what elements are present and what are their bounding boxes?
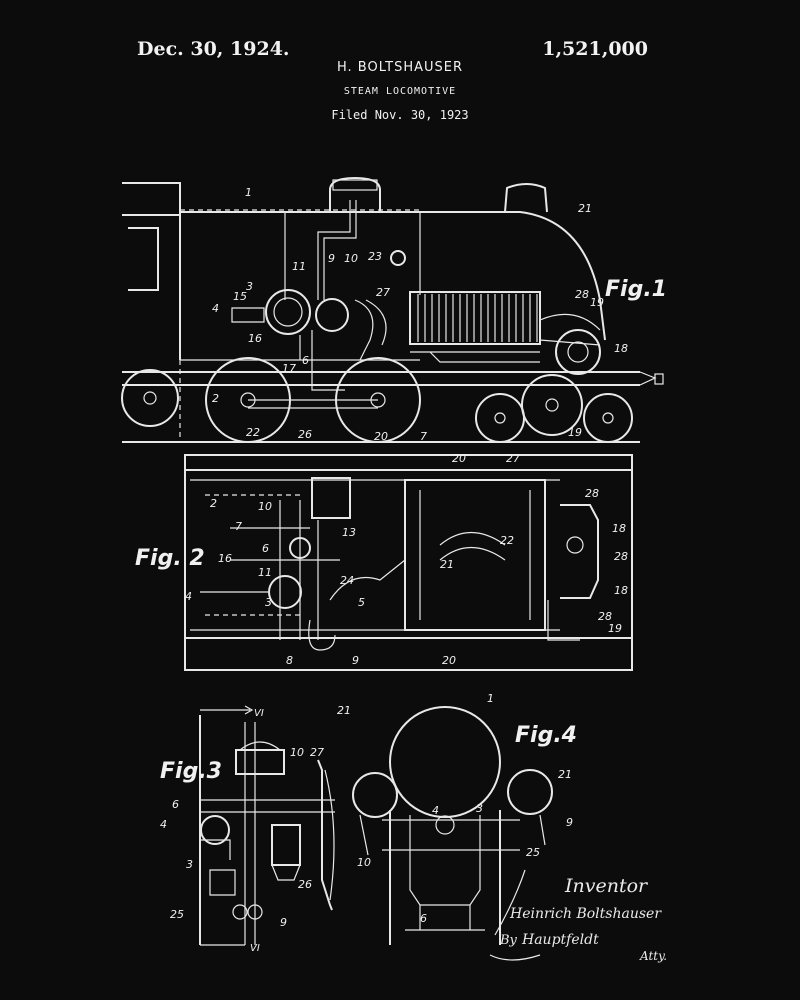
section-mark-top: VI xyxy=(254,708,264,719)
fig1-reference-numeral: 19 xyxy=(590,296,604,309)
fig1-reference-numeral: 11 xyxy=(292,260,306,273)
fig2-reference-numeral: 10 xyxy=(258,500,272,513)
fig2-reference-numeral: 24 xyxy=(340,574,354,587)
fig1-reference-numeral: 1 xyxy=(245,186,252,199)
fig1-reference-numeral: 3 xyxy=(246,280,253,293)
attorney-signature: Hauptfeldt xyxy=(521,932,599,948)
fig2-reference-numeral: 20 xyxy=(452,452,466,465)
fig2-reference-numeral: 27 xyxy=(506,452,520,465)
fig2-reference-numeral: 7 xyxy=(235,520,242,533)
fig1-reference-numeral: 10 xyxy=(344,252,358,265)
fig1-reference-numeral: 27 xyxy=(376,286,390,299)
fig4-front-view: Fig.4 1 21 21 9 25 3 4 10 6 xyxy=(337,692,577,945)
fig1-reference-numeral: 15 xyxy=(233,290,247,303)
fig2-title: Fig. 2 xyxy=(135,546,205,571)
fig1-reference-numeral: 2 xyxy=(212,392,219,405)
fig2-plan-view: Fig. 2 20 27 28 2 10 18 7 13 28 16 6 21 22 18 11 24 4 5 3 2… xyxy=(135,452,633,671)
fig4-reference-numeral: 6 xyxy=(420,912,427,925)
fig1-reference-numeral: 9 xyxy=(328,252,335,265)
patent-title: STEAM LOCOMOTIVE xyxy=(343,86,457,97)
fig1-reference-numeral: 6 xyxy=(302,354,309,367)
fig2-reference-numeral: 13 xyxy=(342,526,356,539)
fig4-reference-numeral: 10 xyxy=(357,856,371,869)
fig1-reference-numeral: 18 xyxy=(614,342,628,355)
fig1-reference-numeral: 16 xyxy=(248,332,262,345)
fig3-reference-numeral: 25 xyxy=(170,908,184,921)
fig3-reference-numeral: 6 xyxy=(172,798,179,811)
patent-date: Dec. 30, 1924. xyxy=(137,38,290,60)
fig2-reference-numeral: 2 xyxy=(210,497,217,510)
fig4-reference-numeral: 4 xyxy=(432,804,439,817)
fig2-reference-numeral: 28 xyxy=(585,487,599,500)
fig1-reference-numeral: 26 xyxy=(298,428,312,441)
fig3-reference-numeral: 27 xyxy=(310,746,324,759)
fig2-reference-numeral: 5 xyxy=(358,596,365,609)
fig2-reference-numeral: 28 xyxy=(614,550,628,563)
fig2-reference-numeral: 16 xyxy=(218,552,232,565)
fig2-reference-numeral: 3 xyxy=(265,596,272,609)
fig1-reference-numeral: 20 xyxy=(374,430,388,443)
filed-date: Filed Nov. 30, 1923 xyxy=(331,108,469,122)
inventor-label: Inventor xyxy=(564,875,649,897)
fig2-reference-numeral: 4 xyxy=(185,590,192,603)
fig1-title: Fig.1 xyxy=(605,277,667,302)
patent-number: 1,521,000 xyxy=(542,38,648,60)
fig4-reference-numeral: 21 xyxy=(558,768,572,781)
fig2-reference-numeral: 18 xyxy=(614,584,628,597)
fig2-reference-numeral: 8 xyxy=(286,654,293,667)
fig2-reference-numeral: 20 xyxy=(442,654,456,667)
fig2-reference-numeral: 19 xyxy=(608,622,622,635)
by-label: By xyxy=(499,933,518,948)
fig2-reference-numeral: 28 xyxy=(598,610,612,623)
fig3-reference-numeral: 26 xyxy=(298,878,312,891)
fig1-reference-numeral: 28 xyxy=(575,288,589,301)
fig4-reference-numeral: 3 xyxy=(476,802,483,815)
fig1-reference-numeral: 23 xyxy=(368,250,382,263)
section-marks: VI VI xyxy=(250,708,264,954)
inventor-name: H. BOLTSHAUSER xyxy=(336,60,464,75)
fig1-reference-numeral: 17 xyxy=(282,362,296,375)
fig3-reference-numeral: 3 xyxy=(186,858,193,871)
atty-label: Atty. xyxy=(639,949,667,963)
section-mark-bottom: VI xyxy=(250,943,260,954)
fig4-reference-numeral: 9 xyxy=(566,816,573,829)
fig1-reference-numeral: 7 xyxy=(420,430,427,443)
fig2-reference-numeral: 6 xyxy=(262,542,269,555)
inventor-signature: Heinrich Boltshauser xyxy=(509,906,662,922)
fig2-reference-numeral: 11 xyxy=(258,566,272,579)
fig4-reference-numeral: 21 xyxy=(337,704,351,717)
fig1-reference-numeral: 4 xyxy=(212,302,219,315)
fig4-title: Fig.4 xyxy=(515,723,577,748)
fig3-title: Fig.3 xyxy=(160,759,222,784)
fig1-reference-numeral: 22 xyxy=(246,426,260,439)
fig3-reference-numeral: 9 xyxy=(280,916,287,929)
fig2-reference-numeral: 22 xyxy=(500,534,514,547)
fig3-reference-numeral: 10 xyxy=(290,746,304,759)
fig4-reference-numeral: 25 xyxy=(526,846,540,859)
signature-block: Inventor Heinrich Boltshauser By Hauptfe… xyxy=(489,875,667,963)
fig1-reference-numeral: 21 xyxy=(578,202,592,215)
fig4-reference-numeral: 1 xyxy=(487,692,494,705)
fig3-reference-numeral: 4 xyxy=(160,818,167,831)
fig2-reference-numeral: 18 xyxy=(612,522,626,535)
fig1-reference-numeral: 19 xyxy=(568,426,582,439)
fig3-section-view: Fig.3 10 27 64 3 26 25 9 xyxy=(160,705,335,946)
fig2-reference-numeral: 9 xyxy=(352,654,359,667)
fig2-reference-numeral: 21 xyxy=(440,558,454,571)
